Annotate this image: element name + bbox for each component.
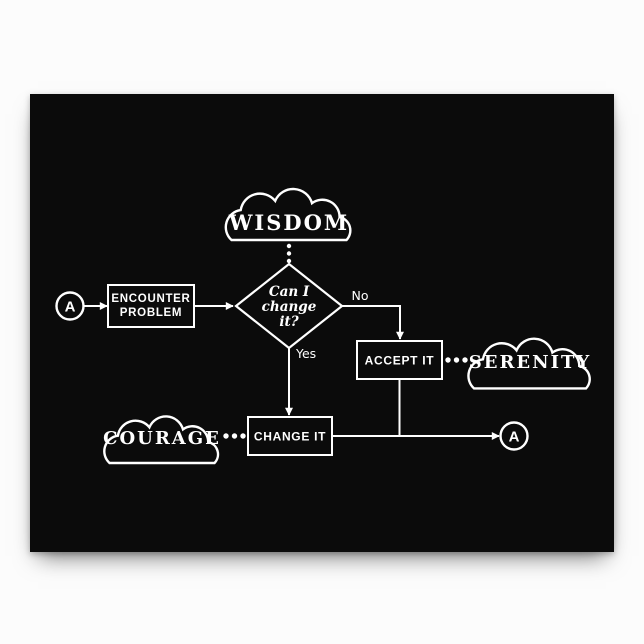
start-connector-label: A — [65, 299, 76, 316]
accept-it-label: ACCEPT IT — [365, 354, 435, 368]
dotted-connector-serenity — [445, 357, 468, 363]
accept-it-box — [356, 340, 443, 380]
yes-edge-label: Yes — [295, 346, 316, 361]
serenity-cloud-label: SERENITY — [469, 352, 592, 373]
flowchart-poster: WISDOM SERENITY COURAGE A ENCOUNTER PROB… — [30, 94, 614, 552]
wisdom-cloud-label: WISDOM — [228, 210, 349, 235]
flowchart-canvas: WISDOM SERENITY COURAGE A ENCOUNTER PROB… — [55, 187, 592, 465]
dotted-connector-wisdom — [286, 243, 292, 264]
dotted-connector-courage — [223, 433, 246, 439]
no-edge-label: No — [352, 288, 369, 303]
decision-diamond — [234, 262, 344, 350]
start-connector-circle — [55, 291, 85, 321]
encounter-problem-label-line1: ENCOUNTER — [111, 293, 190, 305]
decision-label-line3: it? — [279, 314, 299, 330]
decision-label-line1: Can I — [269, 284, 310, 300]
end-connector-circle — [499, 421, 529, 451]
courage-cloud-label: COURAGE — [103, 428, 221, 449]
change-it-box — [247, 416, 333, 456]
encounter-problem-box — [107, 284, 195, 328]
encounter-problem-label-line2: PROBLEM — [120, 307, 182, 319]
decision-label-line2: change — [262, 299, 317, 315]
change-it-label: CHANGE IT — [254, 430, 326, 444]
end-connector-label: A — [509, 429, 520, 446]
edge-no-to-accept — [342, 305, 404, 340]
